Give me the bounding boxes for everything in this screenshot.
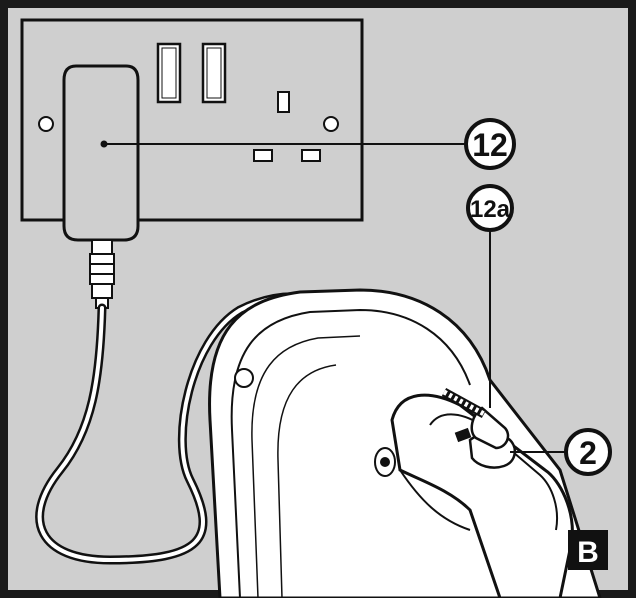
screw-left [38, 116, 54, 132]
callout-adapter: 12 [464, 118, 516, 170]
callout-socket: 2 [564, 428, 612, 476]
panel-label-text: B [577, 536, 599, 569]
socket-hole-right [301, 149, 321, 162]
panel-label: B [568, 530, 608, 570]
dc-plug [441, 388, 510, 450]
socket-hole-earth [277, 91, 290, 113]
callout-plug-label: 12a [470, 196, 511, 223]
power-adapter [62, 64, 140, 309]
callout-socket-label: 2 [579, 435, 597, 471]
callout-plug: 12a [466, 184, 514, 232]
switch-right [201, 42, 227, 104]
callout-adapter-label: 12 [472, 127, 508, 163]
appliance-body [208, 288, 602, 598]
screw-right [323, 116, 339, 132]
switch-left [156, 42, 182, 104]
socket-hole-left [253, 149, 273, 162]
